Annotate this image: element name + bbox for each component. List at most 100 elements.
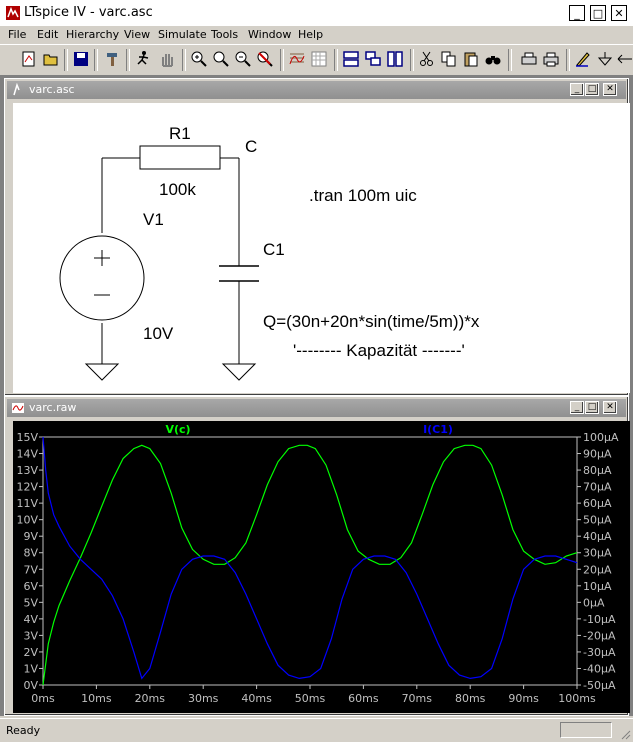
toolbar-separator	[410, 49, 414, 71]
resistor-r1[interactable]	[139, 145, 221, 170]
zoom-in-button[interactable]	[190, 50, 208, 68]
zoom-out-button[interactable]	[212, 50, 230, 68]
save-button[interactable]	[72, 50, 90, 68]
schematic-canvas[interactable]: R1 100k C V1 10V C1 .tran 100m uic Q=(30…	[13, 103, 630, 393]
menu-edit[interactable]: Edit	[37, 28, 59, 41]
waveform-minimize-button[interactable]: _	[570, 401, 584, 414]
r1-value-label[interactable]: 100k	[159, 180, 196, 199]
right-tick-label: 60µA	[583, 497, 612, 510]
schematic-close-button[interactable]: ✕	[603, 83, 617, 96]
comment-text[interactable]: '-------- Kapazität -------'	[293, 341, 465, 360]
copy-icon	[441, 51, 456, 67]
menu-view[interactable]: View	[124, 28, 151, 41]
waveform-close-button[interactable]: ✕	[603, 401, 617, 414]
series-line-ic1	[42, 436, 578, 680]
maximize-button[interactable]: □	[590, 5, 606, 21]
waveform-maximize-button[interactable]: □	[585, 401, 599, 414]
toolbar-separator	[94, 49, 98, 71]
left-tick-label: 15V	[16, 431, 38, 444]
left-tick-label: 5V	[23, 596, 38, 609]
label-net-icon	[617, 54, 632, 64]
minimize-button[interactable]: _	[569, 5, 585, 21]
toolbar	[0, 44, 633, 76]
toolbar-separator	[566, 49, 570, 71]
autorange-button[interactable]	[288, 50, 306, 68]
open-button[interactable]	[42, 50, 60, 68]
resize-grip-icon[interactable]	[619, 728, 631, 740]
menu-simulate[interactable]: Simulate	[158, 28, 207, 41]
menu-hierarchy[interactable]: Hierarchy	[66, 28, 120, 41]
source-polarity-marks	[94, 250, 110, 296]
legend-label-ic1: I(C1)	[423, 423, 453, 436]
waveform-titlebar[interactable]: varc.raw _ □ ✕	[7, 399, 626, 417]
left-tick-label: 14V	[16, 448, 38, 461]
c1-name-label[interactable]: C1	[263, 240, 285, 259]
close-button[interactable]: ✕	[611, 5, 627, 21]
zoom-fit-button[interactable]	[234, 50, 252, 68]
x-tick-label: 0ms	[31, 692, 55, 705]
right-tick-label: 100µA	[583, 431, 619, 444]
toolbar-separator	[508, 49, 512, 71]
schematic-minimize-button[interactable]: _	[570, 83, 584, 96]
window-title: LTspice IV - varc.asc	[24, 5, 153, 20]
new-schematic-button[interactable]	[20, 50, 38, 68]
schematic-maximize-button[interactable]: □	[585, 83, 599, 96]
capacitor-c1[interactable]	[219, 265, 259, 282]
menu-window[interactable]: Window	[248, 28, 292, 41]
x-tick-label: 70ms	[402, 692, 433, 705]
right-tick-label: 90µA	[583, 448, 612, 461]
copy-button[interactable]	[440, 50, 458, 68]
v1-name-label[interactable]: V1	[143, 210, 164, 229]
grid-button[interactable]	[310, 50, 328, 68]
ground-button[interactable]	[596, 50, 614, 68]
zoom-fit-icon	[235, 51, 251, 67]
charge-expression[interactable]: Q=(30n+20n*sin(time/5m))*x	[263, 312, 480, 331]
paste-button[interactable]	[462, 50, 480, 68]
r1-name-label[interactable]: R1	[169, 124, 191, 143]
ground-icon	[597, 52, 613, 66]
menu-tools[interactable]: Tools	[211, 28, 239, 41]
cascade-button[interactable]	[364, 50, 382, 68]
menu-file[interactable]: File	[8, 28, 27, 41]
ltspice-logo-icon	[6, 6, 20, 20]
schematic-titlebar[interactable]: varc.asc _ □ ✕	[7, 81, 626, 99]
schematic-doc-icon	[13, 83, 20, 96]
toolbar-separator	[334, 49, 338, 71]
binoculars-icon	[485, 56, 501, 65]
tile-horizontal-button[interactable]	[342, 50, 360, 68]
left-tick-label: 9V	[23, 530, 38, 543]
find-button[interactable]	[484, 50, 502, 68]
draw-wire-button[interactable]	[574, 50, 592, 68]
left-tick-label: 3V	[23, 629, 38, 642]
label-net-button[interactable]	[616, 50, 633, 68]
schematic-window-title: varc.asc	[29, 83, 75, 96]
v1-value-label[interactable]: 10V	[143, 324, 174, 343]
menu-help[interactable]: Help	[298, 28, 324, 41]
x-tick-label: 30ms	[188, 692, 219, 705]
right-tick-label: 40µA	[583, 530, 612, 543]
x-tick-label: 40ms	[241, 692, 272, 705]
left-tick-label: 8V	[23, 547, 38, 560]
zoom-cancel-button[interactable]	[256, 50, 274, 68]
cut-button[interactable]	[418, 50, 436, 68]
paste-icon	[464, 52, 478, 67]
print-setup-button[interactable]	[520, 50, 538, 68]
print-button[interactable]	[542, 50, 560, 68]
right-tick-label: 30µA	[583, 547, 612, 560]
node-c-label[interactable]: C	[245, 137, 257, 156]
halt-button[interactable]	[158, 50, 176, 68]
hand-icon	[162, 54, 173, 67]
tran-directive[interactable]: .tran 100m uic	[309, 186, 417, 205]
x-tick-label: 20ms	[135, 692, 166, 705]
running-man-icon	[137, 51, 149, 65]
x-tick-label: 10ms	[81, 692, 112, 705]
print-setup-icon	[521, 52, 537, 65]
x-tick-label: 60ms	[348, 692, 379, 705]
toolbar-separator	[280, 49, 284, 71]
run-button[interactable]	[134, 50, 152, 68]
control-panel-button[interactable]	[104, 50, 122, 68]
right-tick-label: 50µA	[583, 514, 612, 527]
voltage-source-v1[interactable]	[59, 235, 145, 321]
tile-vertical-button[interactable]	[386, 50, 404, 68]
